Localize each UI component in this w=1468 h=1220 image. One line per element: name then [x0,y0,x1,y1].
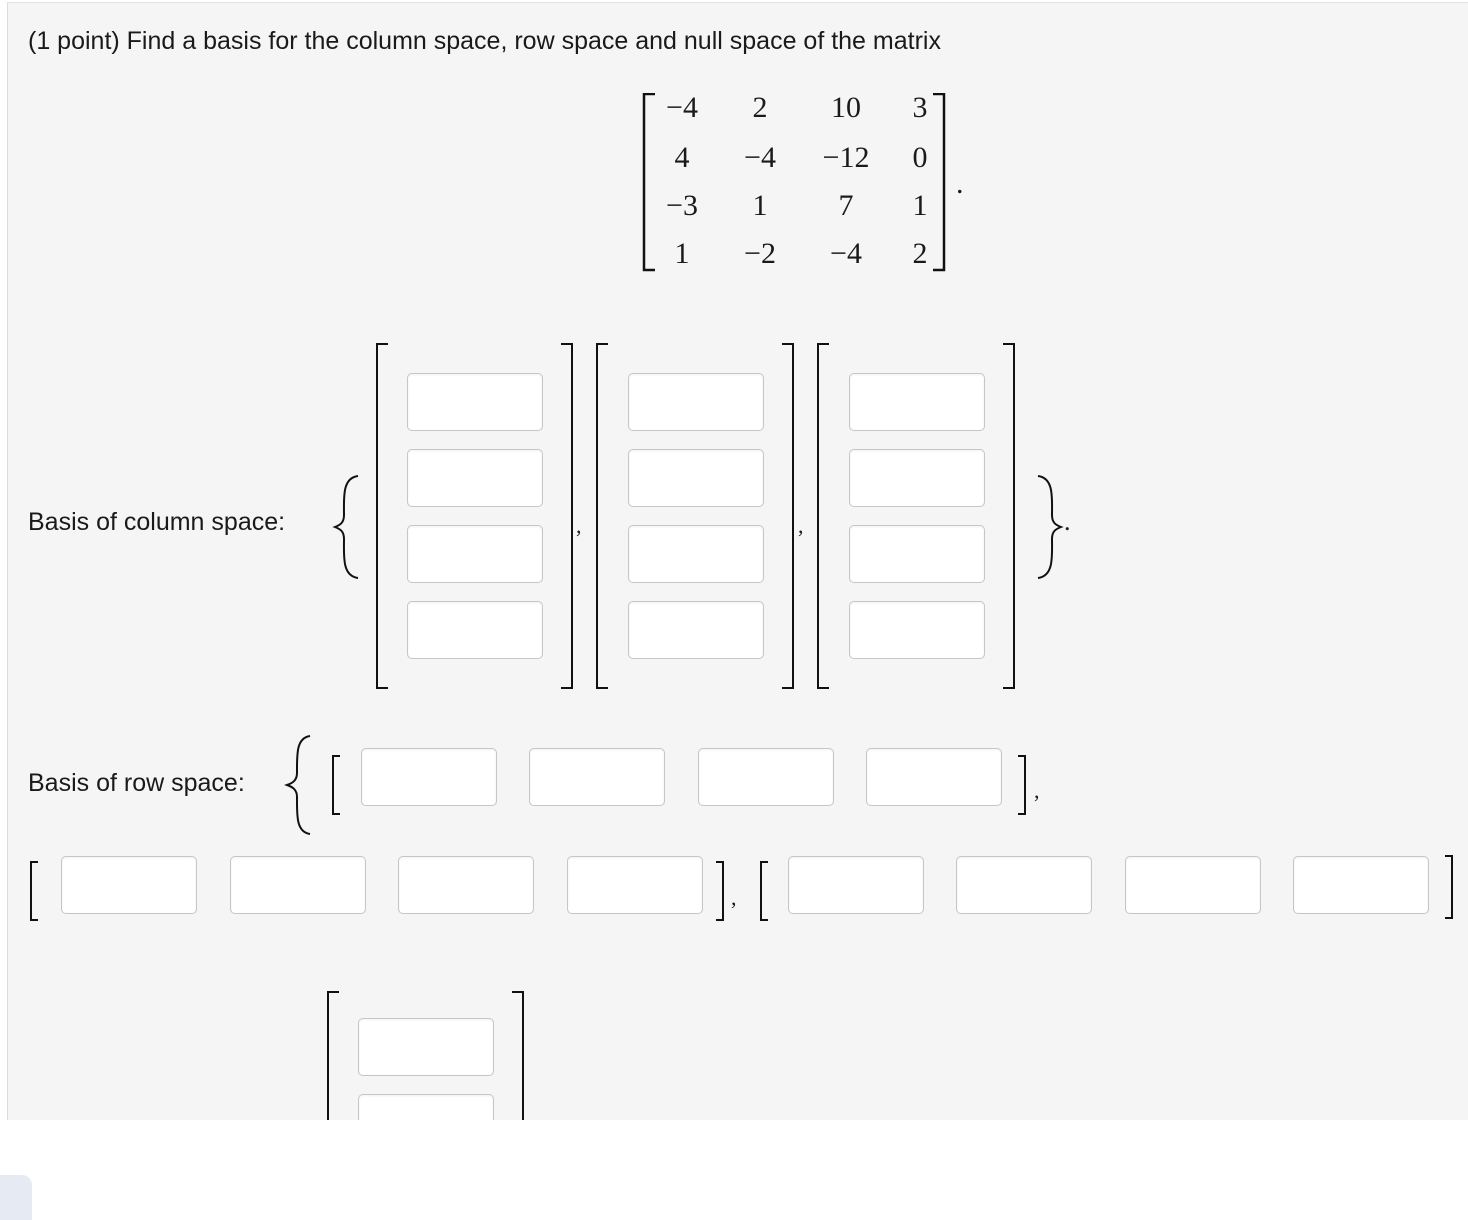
null-vector-1-left-bracket [327,991,339,1120]
column-vector-1-left-bracket [376,343,388,689]
column-vector-1-right-bracket [561,343,573,689]
row-vector-1-left-bracket [332,755,340,815]
row-vector-3-entry-3[interactable] [1125,856,1261,914]
row-vector-3-entry-4[interactable] [1293,856,1429,914]
row-vector-1-entry-2[interactable] [529,748,665,806]
row-space-label: Basis of row space: [28,769,245,797]
column-vector-3-entry-1[interactable] [849,373,985,431]
matrix-cell: 7 [838,189,854,222]
column-vector-3-entry-4[interactable] [849,601,985,659]
column-vector-2-entry-2[interactable] [628,449,764,507]
row-vector-3-entry-1[interactable] [788,856,924,914]
matrix-cell: −4 [830,237,862,270]
matrix-cell: 0 [912,141,928,174]
row-vector-2-entry-4[interactable] [567,856,703,914]
row-vector-2-right-bracket [716,861,724,921]
column-space-label: Basis of column space: [28,508,286,536]
matrix-cell: 1 [752,189,768,222]
matrix-cell: 1 [674,237,690,270]
column-vector-1-entry-4[interactable] [407,601,543,659]
matrix-cell: −3 [666,189,698,222]
matrix-cell: 2 [752,91,768,124]
column-vector-3-right-bracket [1003,343,1015,689]
column-space-period: . [1064,507,1071,536]
column-vector-1-entry-1[interactable] [407,373,543,431]
row-vector-1-right-bracket [1018,755,1026,815]
matrix-left-bracket [642,93,655,272]
question-text: (1 point) Find a basis for the column sp… [28,27,941,55]
row-vector-3-left-bracket [760,861,768,921]
matrix-cell: −4 [744,141,776,174]
column-vector-3-entry-2[interactable] [849,449,985,507]
column-vector-3-entry-3[interactable] [849,525,985,583]
column-vector-1-entry-2[interactable] [407,449,543,507]
column-space-comma: , [576,513,582,538]
column-vector-2-entry-1[interactable] [628,373,764,431]
matrix-cell: 10 [831,91,861,124]
matrix-cell: 1 [912,189,928,222]
row-space-open-brace [284,735,311,835]
null-space-open-brace [292,1111,322,1120]
null-vector-1-entry-2[interactable] [358,1094,494,1120]
column-space-open-brace [332,475,359,579]
column-vector-2-left-bracket [596,343,608,689]
matrix-cell: 4 [674,141,690,174]
matrix-period: . [956,167,964,200]
row-vector-2-left-bracket [30,861,38,921]
row-vector-1-entry-4[interactable] [866,748,1002,806]
null-vector-1-right-bracket [512,991,524,1120]
row-vector-2-entry-1[interactable] [61,856,197,914]
column-space-comma: , [798,513,804,538]
column-vector-3-left-bracket [817,343,829,689]
column-vector-2-right-bracket [782,343,794,689]
given-matrix: −4 2 10 3 4 −4 −12 0 −3 1 7 1 1 −2 −4 2 [634,91,954,272]
column-vector-2-entry-4[interactable] [628,601,764,659]
row-vector-2-entry-2[interactable] [230,856,366,914]
row-space-comma: , [731,885,737,910]
matrix-cell: −2 [744,237,776,270]
matrix-cell: 2 [912,237,928,270]
problem-panel: (1 point) Find a basis for the column sp… [7,2,1468,1120]
matrix-cell: −4 [666,91,698,124]
column-vector-1-entry-3[interactable] [407,525,543,583]
row-vector-2-entry-3[interactable] [398,856,534,914]
row-vector-3-entry-2[interactable] [956,856,1092,914]
null-space-close-brace [536,1111,566,1120]
matrix-cell: 3 [912,91,928,124]
matrix-right-bracket [933,93,946,272]
null-vector-1-entry-1[interactable] [358,1018,494,1076]
row-vector-3-right-bracket [1445,855,1453,919]
side-tab[interactable] [0,1175,32,1220]
row-vector-1-entry-3[interactable] [698,748,834,806]
matrix-cell: −12 [822,141,870,174]
row-vector-1-entry-1[interactable] [361,748,497,806]
row-space-comma: , [1034,778,1040,803]
column-space-close-brace [1037,475,1064,579]
column-vector-2-entry-3[interactable] [628,525,764,583]
